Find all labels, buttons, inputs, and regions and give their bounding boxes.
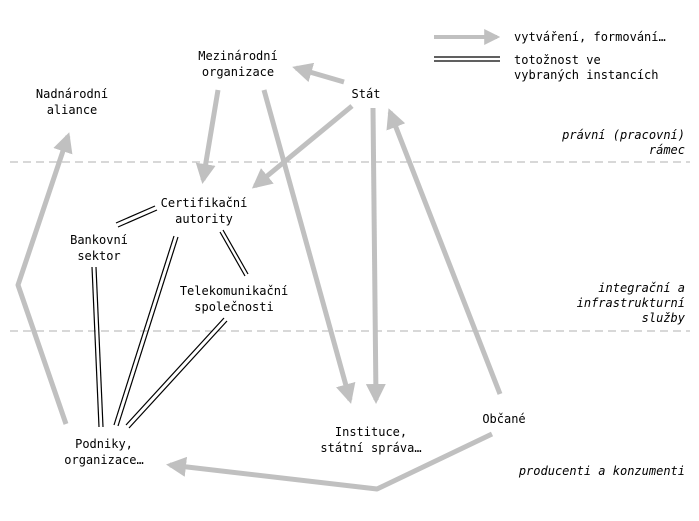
node-instituce-statni-sprava: Instituce, státní správa…: [320, 425, 422, 455]
arrow-stat-to-mezinarodni: [292, 62, 345, 85]
zone-label-producenti-konzumenti: producenti a konzumenti: [518, 464, 685, 478]
node-stat: Stát: [351, 87, 381, 101]
arrow-mezinarodni-to-certifikacni: [195, 89, 221, 184]
identity-certifikacni-telekom: [219, 229, 249, 277]
identity-telekom-podniky: [125, 317, 228, 429]
arrow-mezinarodni-to-instituce: [261, 89, 356, 404]
arrow-obcane-to-stat: [386, 108, 503, 395]
node-obcane: Občané: [482, 412, 526, 426]
legend-identity-sample: [434, 56, 500, 62]
node-podniky-organizace: Podniky, organizace…: [64, 437, 144, 467]
arrow-stat-to-instituce: [365, 107, 386, 404]
zone-label-integracni-sluzby: integrační a infrastrukturní služby: [576, 281, 685, 325]
identity-certifikacni-bankovni: [115, 205, 158, 228]
legend-arrow-label: vytváření, formování…: [514, 30, 666, 44]
node-mezinarodni-organizace: Mezinárodní organizace: [198, 49, 278, 79]
identity-bankovni-podniky: [91, 266, 104, 428]
arrow-podniky-to-nadnarodni: [15, 132, 73, 425]
node-nadnarodni-aliance: Nadnárodní aliance: [35, 87, 109, 117]
arrow-stat-to-certifikacni: [251, 104, 354, 189]
legend-identity-label: totožnost ve vybraných instancích: [514, 53, 659, 82]
node-certifikacni-autority: Certifikační autority: [160, 196, 248, 226]
arrow-obcane-to-podniky: [166, 431, 494, 492]
zone-label-pravni-ramec: právní (pracovní) rámec: [562, 128, 685, 157]
node-bankovni-sektor: Bankovní sektor: [70, 233, 128, 263]
identity-certifikacni-podniky: [113, 235, 179, 427]
node-telekomunikacni-spolecnosti: Telekomunikační společnosti: [179, 284, 289, 314]
